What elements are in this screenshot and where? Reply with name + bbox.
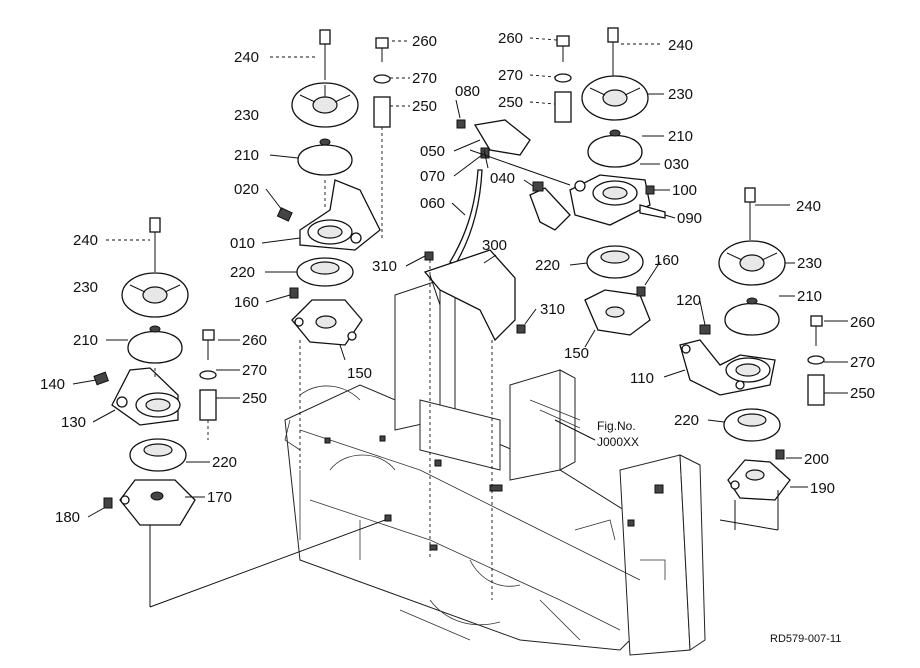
label-050: 050 xyxy=(420,143,445,160)
leader-lines xyxy=(72,37,848,518)
label-210: 210 xyxy=(797,288,822,305)
label-190: 190 xyxy=(810,480,835,497)
label-240: 240 xyxy=(668,37,693,54)
cover-300 xyxy=(423,249,516,342)
chassis-frame xyxy=(284,279,706,656)
label-130: 130 xyxy=(61,414,86,431)
label-210: 210 xyxy=(234,147,259,164)
mount-stack-left-center xyxy=(276,29,391,470)
label-200: 200 xyxy=(804,451,829,468)
fig-ref-line2: J000XX xyxy=(597,435,639,449)
label-030: 030 xyxy=(664,156,689,173)
label-310: 310 xyxy=(372,258,397,275)
label-140: 140 xyxy=(40,376,65,393)
label-210: 210 xyxy=(668,128,693,145)
mount-stack-right xyxy=(679,187,825,531)
label-260: 260 xyxy=(242,332,267,349)
label-040: 040 xyxy=(490,170,515,187)
label-260: 260 xyxy=(412,33,437,50)
label-240: 240 xyxy=(796,198,821,215)
label-230: 230 xyxy=(797,255,822,272)
label-210: 210 xyxy=(73,332,98,349)
mount-stack-center-right xyxy=(469,27,666,336)
part-labels: 240 260 270 250 230 210 020 010 220 160 … xyxy=(40,30,875,645)
label-250: 250 xyxy=(412,98,437,115)
collar-250 xyxy=(373,96,391,128)
label-230: 230 xyxy=(73,279,98,296)
label-250: 250 xyxy=(498,94,523,111)
label-240: 240 xyxy=(234,49,259,66)
rubber-cushion-210 xyxy=(297,144,353,176)
figure-code: RD579-007-11 xyxy=(770,633,841,645)
label-270: 270 xyxy=(850,354,875,371)
label-250: 250 xyxy=(242,390,267,407)
label-300: 300 xyxy=(482,237,507,254)
label-150: 150 xyxy=(347,365,372,382)
label-270: 270 xyxy=(242,362,267,379)
label-070: 070 xyxy=(420,168,445,185)
label-230: 230 xyxy=(668,86,693,103)
bolt-head-icon xyxy=(319,29,331,45)
label-150: 150 xyxy=(564,345,589,362)
label-120: 120 xyxy=(676,292,701,309)
label-080: 080 xyxy=(455,83,480,100)
label-270: 270 xyxy=(498,67,523,84)
label-260: 260 xyxy=(498,30,523,47)
label-270: 270 xyxy=(412,70,437,87)
bracket-050 xyxy=(473,119,531,156)
label-020: 020 xyxy=(234,181,259,198)
label-160: 160 xyxy=(234,294,259,311)
label-060: 060 xyxy=(420,195,445,212)
mount-stack-left xyxy=(93,217,386,608)
label-170: 170 xyxy=(207,489,232,506)
label-310: 310 xyxy=(540,301,565,318)
label-220: 220 xyxy=(230,264,255,281)
label-160: 160 xyxy=(654,252,679,269)
label-260: 260 xyxy=(850,314,875,331)
bracket-040 xyxy=(529,187,571,231)
label-220: 220 xyxy=(212,454,237,471)
label-220: 220 xyxy=(674,412,699,429)
label-180: 180 xyxy=(55,509,80,526)
fig-ref-line1: Fig.No. xyxy=(597,419,636,433)
label-230: 230 xyxy=(234,107,259,124)
base-mount-170 xyxy=(119,479,196,526)
label-110: 110 xyxy=(630,370,654,387)
label-250: 250 xyxy=(850,385,875,402)
label-100: 100 xyxy=(672,182,697,199)
washer-270 xyxy=(373,74,391,84)
center-assembly xyxy=(423,119,531,600)
label-240: 240 xyxy=(73,232,98,249)
label-220: 220 xyxy=(535,257,560,274)
label-010: 010 xyxy=(230,235,255,252)
label-090: 090 xyxy=(677,210,702,227)
rod-060 xyxy=(449,169,483,266)
